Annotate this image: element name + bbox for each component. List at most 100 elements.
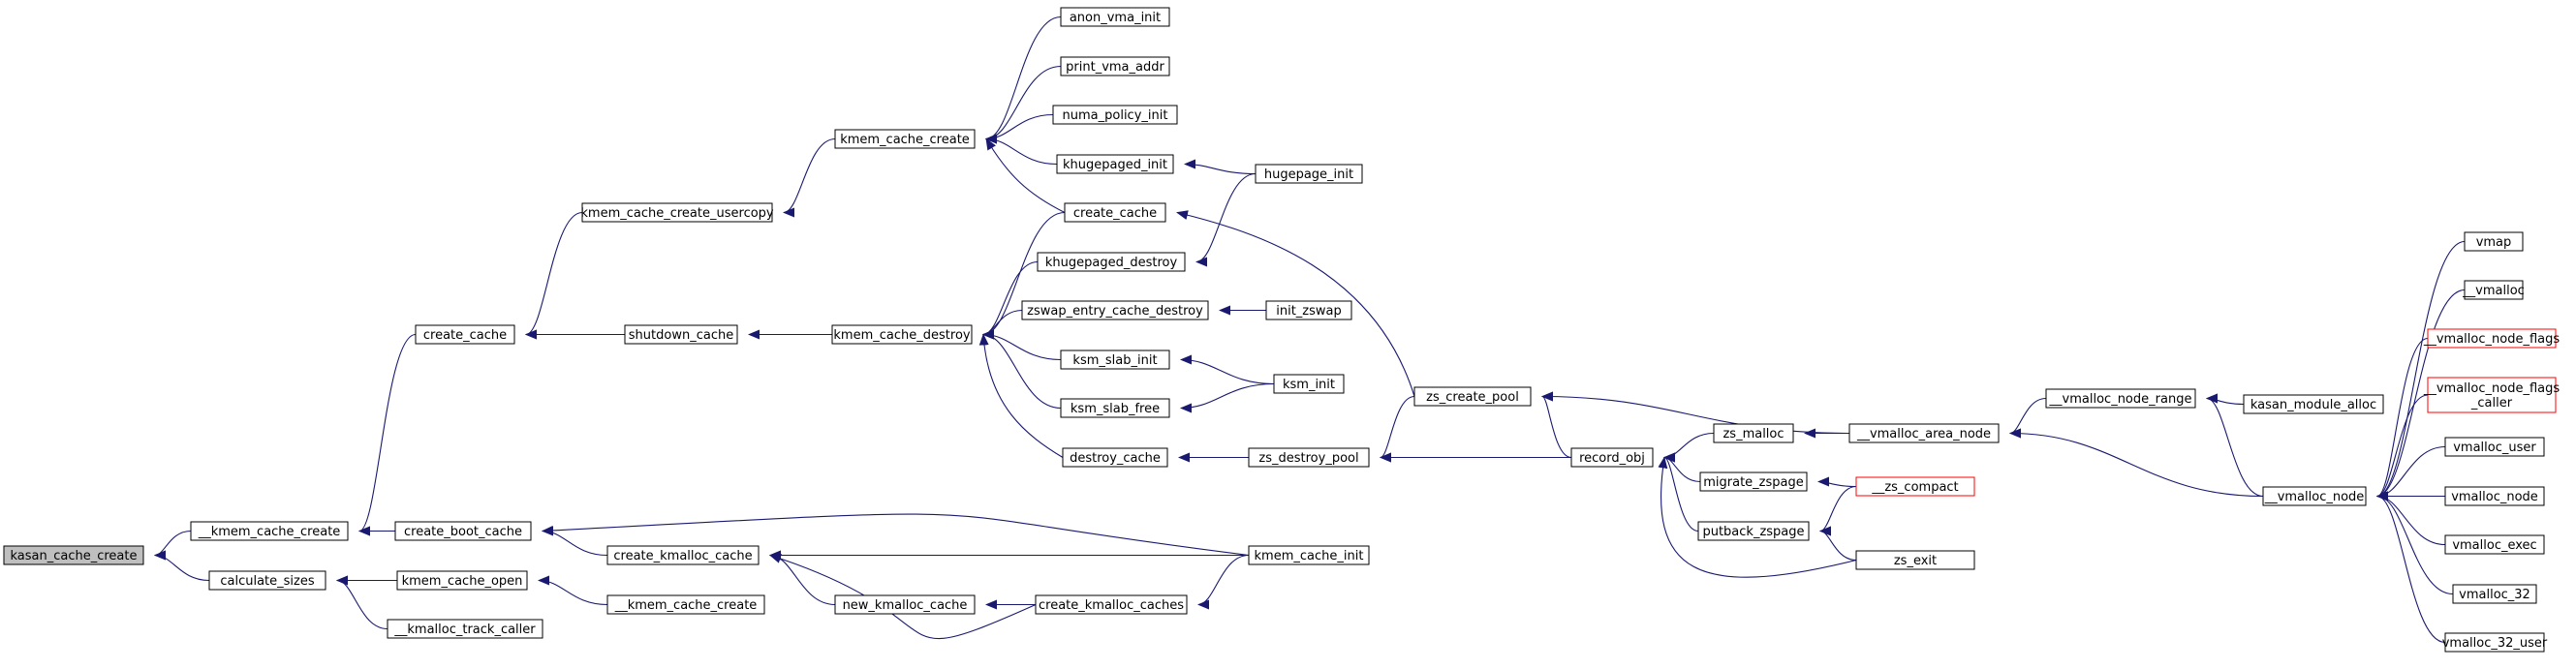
edge-vmalloc_32_user-to-vmalloc_node_u	[2376, 491, 2446, 644]
node-box	[1060, 350, 1170, 370]
node-create-kmalloc-caches[interactable]: create_kmalloc_caches	[1035, 594, 1188, 615]
edge-zswap_entry_cache_destroy-to-kmem_cache_destroy	[982, 309, 1023, 340]
node-label: vmalloc_32	[2459, 588, 2530, 602]
node-box	[1855, 550, 1975, 570]
node-init-zswap[interactable]: init_zswap	[1265, 300, 1352, 320]
node-label: __zs_compact	[1871, 480, 1958, 495]
node-create-kmalloc-cache[interactable]: create_kmalloc_cache	[606, 545, 760, 565]
node-vmalloc-node-u[interactable]: __vmalloc_node	[2262, 486, 2367, 506]
node-kmem-cache-create-u2[interactable]: __kmem_cache_create	[606, 594, 765, 615]
node-vmalloc-node-range[interactable]: __vmalloc_node_range	[2045, 388, 2196, 409]
node-zs-create-pool[interactable]: zs_create_pool	[1413, 386, 1532, 407]
nodes-layer: kasan_cache_create__kmem_cache_createcal…	[3, 7, 2560, 653]
node-kmalloc-track-caller[interactable]: __kmalloc_track_caller	[387, 619, 543, 639]
node-putback-zspage[interactable]: putback_zspage	[1697, 521, 1810, 541]
node-box	[208, 570, 326, 591]
node-label: putback_zspage	[1702, 525, 1804, 539]
node-ksm-slab-init[interactable]: ksm_slab_init	[1060, 350, 1170, 370]
node-anon-vma-init[interactable]: anon_vma_init	[1060, 7, 1170, 27]
edge-migrate_zspage-to-record_obj	[1663, 452, 1701, 483]
node-vmalloc-node-flags[interactable]: __vmalloc_node_flags	[2423, 328, 2560, 349]
node-shutdown-cache[interactable]: shutdown_cache	[624, 324, 738, 345]
node-label: _caller	[2470, 396, 2513, 411]
node-vmalloc-u[interactable]: __vmalloc	[2462, 280, 2525, 300]
node-box	[396, 570, 528, 591]
node-vmalloc-node[interactable]: vmalloc_node	[2444, 486, 2545, 506]
node-label: __vmalloc_node_range	[2049, 392, 2192, 407]
node-label: migrate_zspage	[1703, 475, 1804, 490]
node-box	[1060, 398, 1170, 418]
node-box	[1062, 447, 1168, 468]
edge-create_kmalloc_caches-to-create_kmalloc_cache	[769, 554, 1037, 640]
node-new-kmalloc-cache[interactable]: new_kmalloc_cache	[834, 594, 976, 615]
node-label: ksm_init	[1283, 378, 1335, 392]
node-zs-malloc[interactable]: zs_malloc	[1713, 423, 1794, 443]
node-vmalloc-node-flags-caller[interactable]: __vmalloc_node_flags_caller	[2423, 377, 2560, 413]
node-box	[1060, 7, 1170, 27]
node-destroy-cache[interactable]: destroy_cache	[1062, 447, 1168, 468]
node-box	[1035, 594, 1188, 615]
node-zs-destroy-pool[interactable]: zs_destroy_pool	[1248, 447, 1370, 468]
node-vmap[interactable]: vmap	[2464, 231, 2524, 252]
node-label: khugepaged_init	[1063, 158, 1167, 172]
node-label: hugepage_init	[1264, 167, 1353, 182]
node-label: create_kmalloc_caches	[1039, 598, 1184, 613]
node-label: __vmalloc	[2462, 284, 2525, 298]
node-zswap-entry-cache-destroy[interactable]: zswap_entry_cache_destroy	[1021, 300, 1209, 320]
node-box	[624, 324, 738, 345]
node-label: vmap	[2476, 235, 2512, 250]
node-box	[581, 202, 773, 223]
node-numa-policy-init[interactable]: numa_policy_init	[1052, 105, 1178, 125]
edge-create_cache_2-to-kmem_cache_destroy	[982, 211, 1066, 340]
node-record-obj[interactable]: record_obj	[1570, 447, 1654, 468]
node-khugepaged-destroy[interactable]: khugepaged_destroy	[1037, 252, 1186, 272]
node-vmalloc-32[interactable]: vmalloc_32	[2452, 584, 2537, 604]
node-calculate-sizes[interactable]: calculate_sizes	[208, 570, 326, 591]
node-kmem-cache-init[interactable]: kmem_cache_init	[1248, 545, 1370, 565]
node-create-cache-1[interactable]: create_cache	[415, 324, 515, 345]
node-box	[1570, 447, 1654, 468]
node-label: vmalloc_exec	[2452, 538, 2536, 553]
node-kasan-module-alloc[interactable]: kasan_module_alloc	[2243, 394, 2384, 414]
node-zs-exit[interactable]: zs_exit	[1855, 550, 1975, 570]
node-kmem-cache-create[interactable]: kmem_cache_create	[834, 129, 976, 149]
node-migrate-zspage[interactable]: migrate_zspage	[1699, 471, 1808, 492]
node-label: create_boot_cache	[404, 525, 522, 539]
node-box	[2444, 486, 2545, 506]
edge-vmap-to-vmalloc_node_u	[2376, 240, 2466, 502]
node-kmem-cache-open[interactable]: kmem_cache_open	[396, 570, 528, 591]
edge-zs_exit-to-record_obj	[1658, 456, 1857, 578]
node-box	[2262, 486, 2367, 506]
node-vmalloc-32-user[interactable]: vmalloc_32_user	[2442, 632, 2548, 653]
node-box	[1037, 252, 1186, 272]
node-label: kmem_cache_destroy	[833, 328, 970, 343]
edge-anon_vma_init-to-kmem_cache_create	[985, 15, 1062, 144]
node-print-vma-addr[interactable]: print_vma_addr	[1060, 56, 1170, 76]
node-box	[1248, 545, 1370, 565]
node-label: kasan_cache_create	[10, 549, 137, 563]
node-box	[1273, 374, 1345, 394]
node-create-cache-2[interactable]: create_cache	[1064, 202, 1166, 223]
edges-layer	[154, 15, 2466, 644]
node-box	[415, 324, 515, 345]
node-hugepage-init[interactable]: hugepage_init	[1255, 164, 1363, 184]
edge-vmalloc_node_u-to-vmalloc_area_node	[2009, 428, 2264, 498]
node-label: vmalloc_user	[2453, 441, 2536, 455]
node-khugepaged-init[interactable]: khugepaged_init	[1056, 154, 1174, 174]
node-create-boot-cache[interactable]: create_boot_cache	[394, 521, 532, 541]
node-vmalloc-exec[interactable]: vmalloc_exec	[2444, 534, 2545, 555]
node-label: vmalloc_node	[2451, 490, 2538, 504]
node-kmem-cache-create-u[interactable]: __kmem_cache_create	[190, 521, 349, 541]
edge-ksm_slab_free-to-kmem_cache_destroy	[982, 329, 1062, 410]
node-ksm-init[interactable]: ksm_init	[1273, 374, 1345, 394]
node-kmem-cache-destroy[interactable]: kmem_cache_destroy	[831, 324, 973, 345]
node-kmem-cache-create-usercopy[interactable]: kmem_cache_create_usercopy	[580, 202, 774, 223]
node-ksm-slab-free[interactable]: ksm_slab_free	[1060, 398, 1170, 418]
node-kasan-cache-create[interactable]: kasan_cache_create	[3, 545, 144, 565]
node-zs-compact[interactable]: __zs_compact	[1855, 476, 1975, 497]
node-vmalloc-area-node[interactable]: __vmalloc_area_node	[1848, 423, 2000, 443]
node-box	[606, 545, 760, 565]
edge-vmalloc_u-to-vmalloc_node_u	[2376, 289, 2466, 502]
node-vmalloc-user[interactable]: vmalloc_user	[2444, 437, 2545, 457]
node-box	[1855, 476, 1975, 497]
